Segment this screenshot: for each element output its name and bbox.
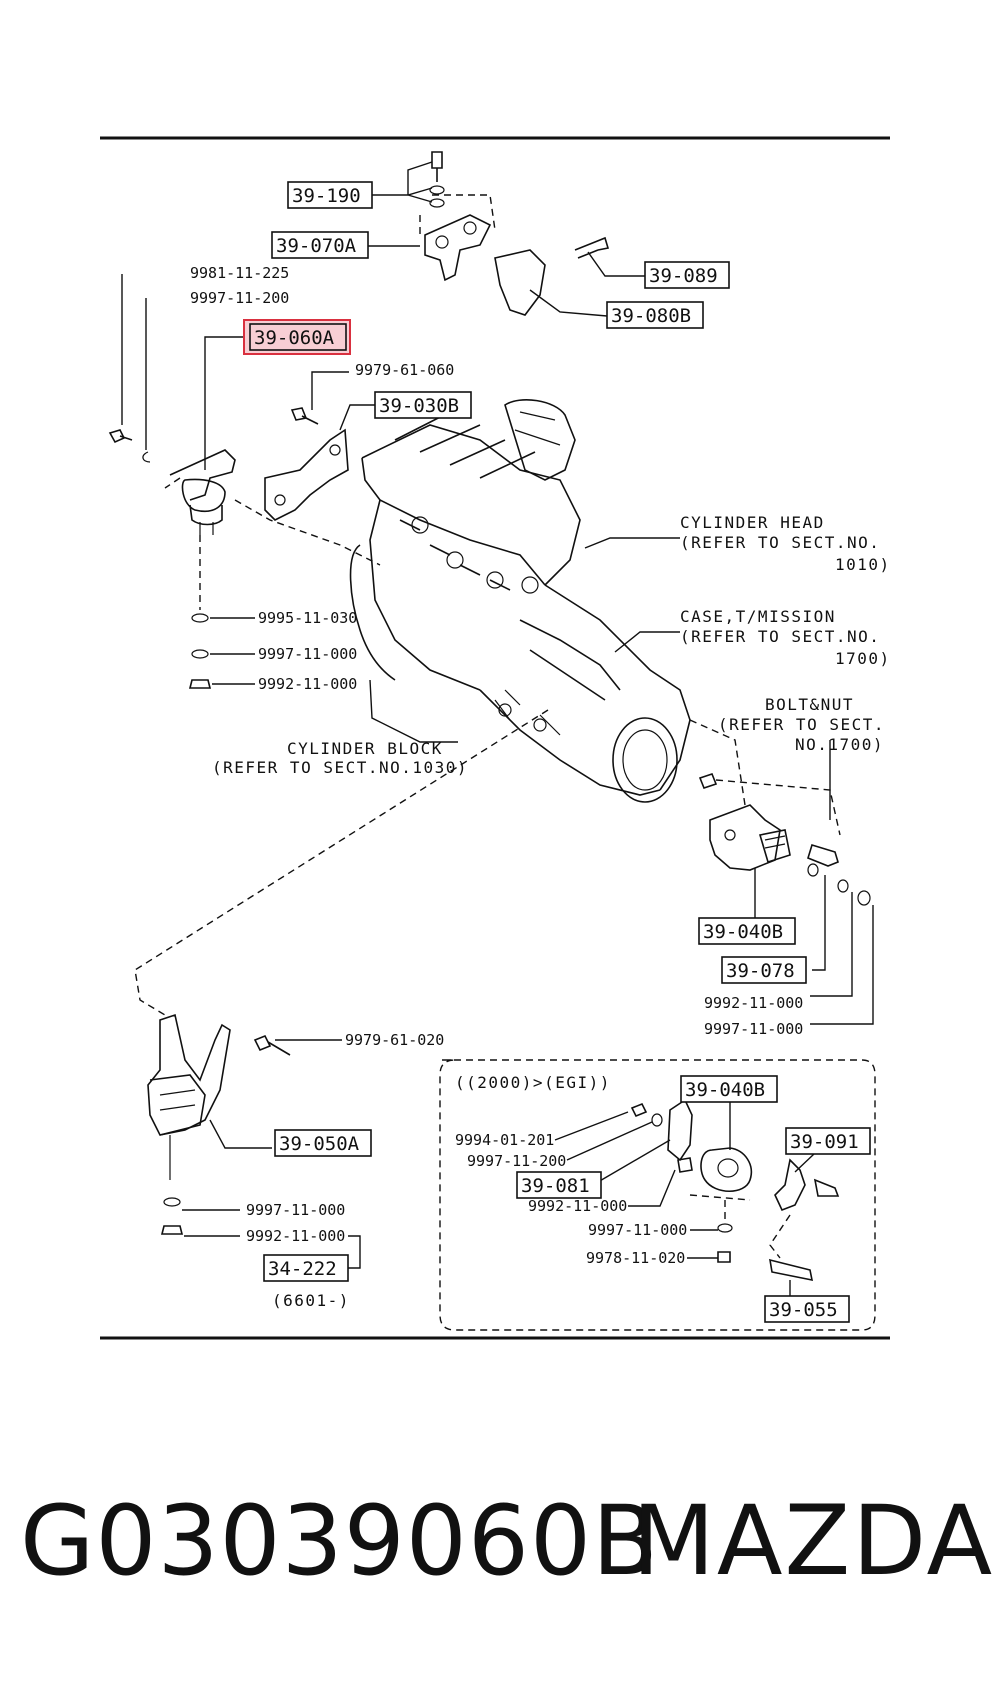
callout-39-050a-label: 39-050A: [279, 1133, 360, 1155]
callout-39-078: 39-078: [721, 956, 807, 984]
callout-39-190: 39-190: [287, 181, 373, 209]
callout-39-078-label: 39-078: [726, 960, 795, 982]
part-number-label: 9997-11-000: [258, 645, 357, 663]
cylinder-block-note: (REFER TO SECT.NO.1030): [212, 758, 468, 777]
part-number-label: 9978-11-020: [586, 1249, 685, 1267]
callout-39-081-label: 39-081: [521, 1175, 590, 1197]
lower-engine-mount: [134, 709, 549, 1235]
callout-39-080b: 39-080B: [606, 301, 704, 329]
bolt-nut-note: (REFER TO SECT.: [718, 715, 885, 734]
leader-lines: [121, 161, 874, 1296]
callout-39-040b-label: 39-040B: [703, 921, 783, 943]
part-number-label: 9997-11-000: [704, 1020, 803, 1038]
right-engine-mount: [689, 719, 871, 906]
callout-39-055: 39-055: [764, 1295, 850, 1323]
cylinder-block-note: CYLINDER BLOCK: [287, 739, 443, 758]
part-number-label: 9994-01-201: [455, 1131, 554, 1149]
left-engine-mount: [108, 429, 381, 689]
inset-variant-label: ((2000)>(EGI)): [455, 1073, 611, 1092]
part-code: G03039060B: [20, 1485, 659, 1597]
part-number-label: 9995-11-030: [258, 609, 357, 627]
callout-39-060a-highlight: [243, 319, 351, 355]
part-number-label: 9992-11-000: [528, 1197, 627, 1215]
callout-39-081: 39-081: [516, 1171, 602, 1199]
footer-caption: G03039060B MAZDA: [0, 1485, 992, 1605]
part-number-label: 9997-11-000: [588, 1221, 687, 1239]
callout-34-222: 34-222: [263, 1254, 349, 1282]
callout-39-050a: 39-050A: [274, 1129, 372, 1157]
bolt-nut-note: BOLT&NUT: [765, 695, 854, 714]
part-number-label: 9979-61-020: [345, 1031, 444, 1049]
cylinder-head-note: (REFER TO SECT.NO.: [680, 533, 880, 552]
callout-39-070a: 39-070A: [271, 231, 369, 259]
callout-39-070a-label: 39-070A: [276, 235, 357, 257]
callout-39-030b: 39-030B: [374, 391, 472, 419]
callout-39-040b-inset-label: 39-040B: [685, 1079, 765, 1101]
part-number-label: 9997-11-000: [246, 1201, 345, 1219]
callout-39-091-label: 39-091: [790, 1131, 859, 1153]
callout-39-040b: 39-040B: [698, 917, 796, 945]
transmission-case-note: CASE,T/MISSION: [680, 607, 836, 626]
callout-39-030b-label: 39-030B: [379, 395, 459, 417]
callout-39-190-label: 39-190: [292, 185, 361, 207]
callout-39-040b-inset: 39-040B: [680, 1075, 778, 1103]
callout-34-222-label: 34-222: [268, 1258, 337, 1280]
upper-engine-bracket: [419, 151, 610, 316]
part-number-label: 9992-11-000: [246, 1227, 345, 1245]
part-number-label: 9992-11-000: [704, 994, 803, 1012]
callout-39-060a-label: 39-060A: [254, 327, 335, 349]
serial-range-label: (6601-): [272, 1291, 350, 1310]
callout-39-055-label: 39-055: [769, 1299, 838, 1321]
brand-name: MAZDA: [632, 1485, 992, 1597]
cylinder-head-note: CYLINDER HEAD: [680, 513, 825, 532]
callout-39-091: 39-091: [785, 1127, 871, 1155]
transmission-case-note: 1700): [835, 649, 891, 668]
callout-39-089: 39-089: [644, 261, 730, 289]
egi-variant-inset: [439, 1059, 876, 1331]
callout-39-060a: 39-060A: [243, 319, 351, 355]
part-number-label: 9997-11-200: [190, 289, 289, 307]
part-number-label: 9981-11-225: [190, 264, 289, 282]
transmission-case-note: (REFER TO SECT.NO.: [680, 627, 880, 646]
callout-39-080b-label: 39-080B: [611, 305, 691, 327]
part-number-label: 9992-11-000: [258, 675, 357, 693]
bracket-39-030b: [264, 407, 349, 521]
bolt-nut-note: NO.1700): [795, 735, 884, 754]
part-number-label: 9979-61-060: [355, 361, 454, 379]
part-number-label: 9997-11-200: [467, 1152, 566, 1170]
cylinder-head-note: 1010): [835, 555, 891, 574]
engine-transmission-assembly: [349, 399, 691, 803]
callout-39-089-label: 39-089: [649, 265, 718, 287]
